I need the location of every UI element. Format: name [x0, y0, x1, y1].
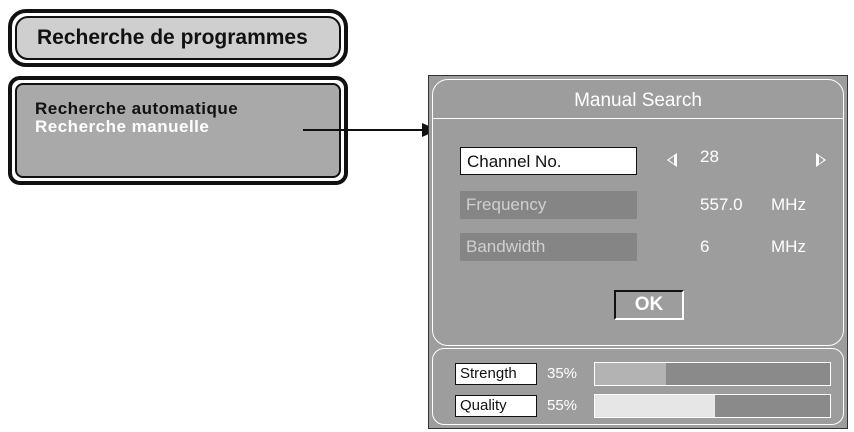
frequency-field[interactable]: Frequency — [460, 191, 637, 219]
quality-label: Quality — [455, 395, 537, 417]
program-search-title: Recherche de programmes — [15, 16, 341, 60]
frequency-unit: MHz — [771, 195, 806, 214]
manual-search-dialog: Manual Search Channel No. 28 Frequency 5… — [428, 75, 848, 429]
bandwidth-field[interactable]: Bandwidth — [460, 233, 637, 261]
arrow-right-icon-line — [303, 129, 423, 131]
ok-button[interactable]: OK — [614, 290, 684, 320]
program-search-title-box: Recherche de programmes — [8, 9, 348, 67]
triangle-left-icon[interactable] — [667, 153, 677, 167]
bandwidth-unit: MHz — [771, 237, 806, 256]
quality-bar-fill — [595, 395, 715, 417]
strength-label: Strength — [455, 363, 537, 385]
strength-bar-fill — [595, 363, 666, 385]
bandwidth-value: 6 — [700, 237, 710, 256]
channel-no-field[interactable]: Channel No. — [460, 147, 637, 175]
strength-percent: 35% — [547, 365, 578, 382]
menu-item-automatic-search[interactable]: Recherche automatique — [35, 99, 239, 118]
quality-bar — [594, 394, 831, 418]
search-menu: Recherche automatique Recherche manuelle — [8, 76, 348, 185]
quality-percent: 55% — [547, 397, 578, 414]
menu-item-manual-search[interactable]: Recherche manuelle — [35, 117, 210, 136]
strength-bar — [594, 362, 831, 386]
frequency-value: 557.0 — [700, 195, 743, 214]
triangle-right-icon[interactable] — [816, 153, 826, 167]
title-divider — [433, 118, 843, 119]
dialog-title: Manual Search — [574, 90, 702, 111]
channel-no-value: 28 — [700, 147, 719, 166]
dialog-frame — [432, 79, 844, 346]
signal-frame — [432, 348, 844, 425]
